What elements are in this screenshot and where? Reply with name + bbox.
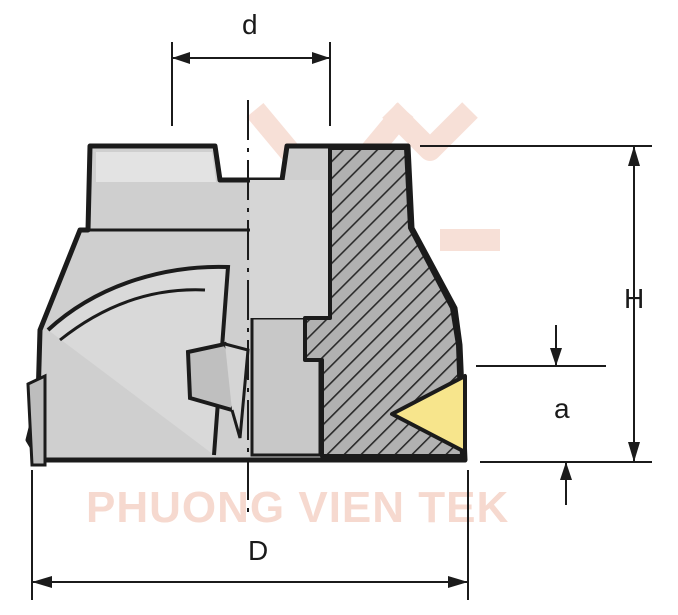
cutting-insert — [390, 374, 467, 454]
bore-upper — [250, 180, 330, 318]
label-H: H — [624, 283, 644, 314]
dimension-a: a — [476, 325, 606, 505]
body-highlight — [96, 152, 216, 182]
flute-curve — [46, 264, 231, 456]
section-hatch — [303, 146, 464, 458]
clamp-wedge-side — [224, 342, 250, 439]
flute-inner — [59, 288, 206, 342]
watermark-text: PHUONG VIEN TEK — [86, 483, 509, 532]
label-a: a — [554, 393, 570, 424]
label-D: D — [248, 535, 268, 566]
label-d: d — [242, 9, 258, 40]
left-insert — [26, 373, 47, 467]
dimension-D: D — [31, 470, 469, 600]
dimension-d: d — [171, 9, 331, 126]
